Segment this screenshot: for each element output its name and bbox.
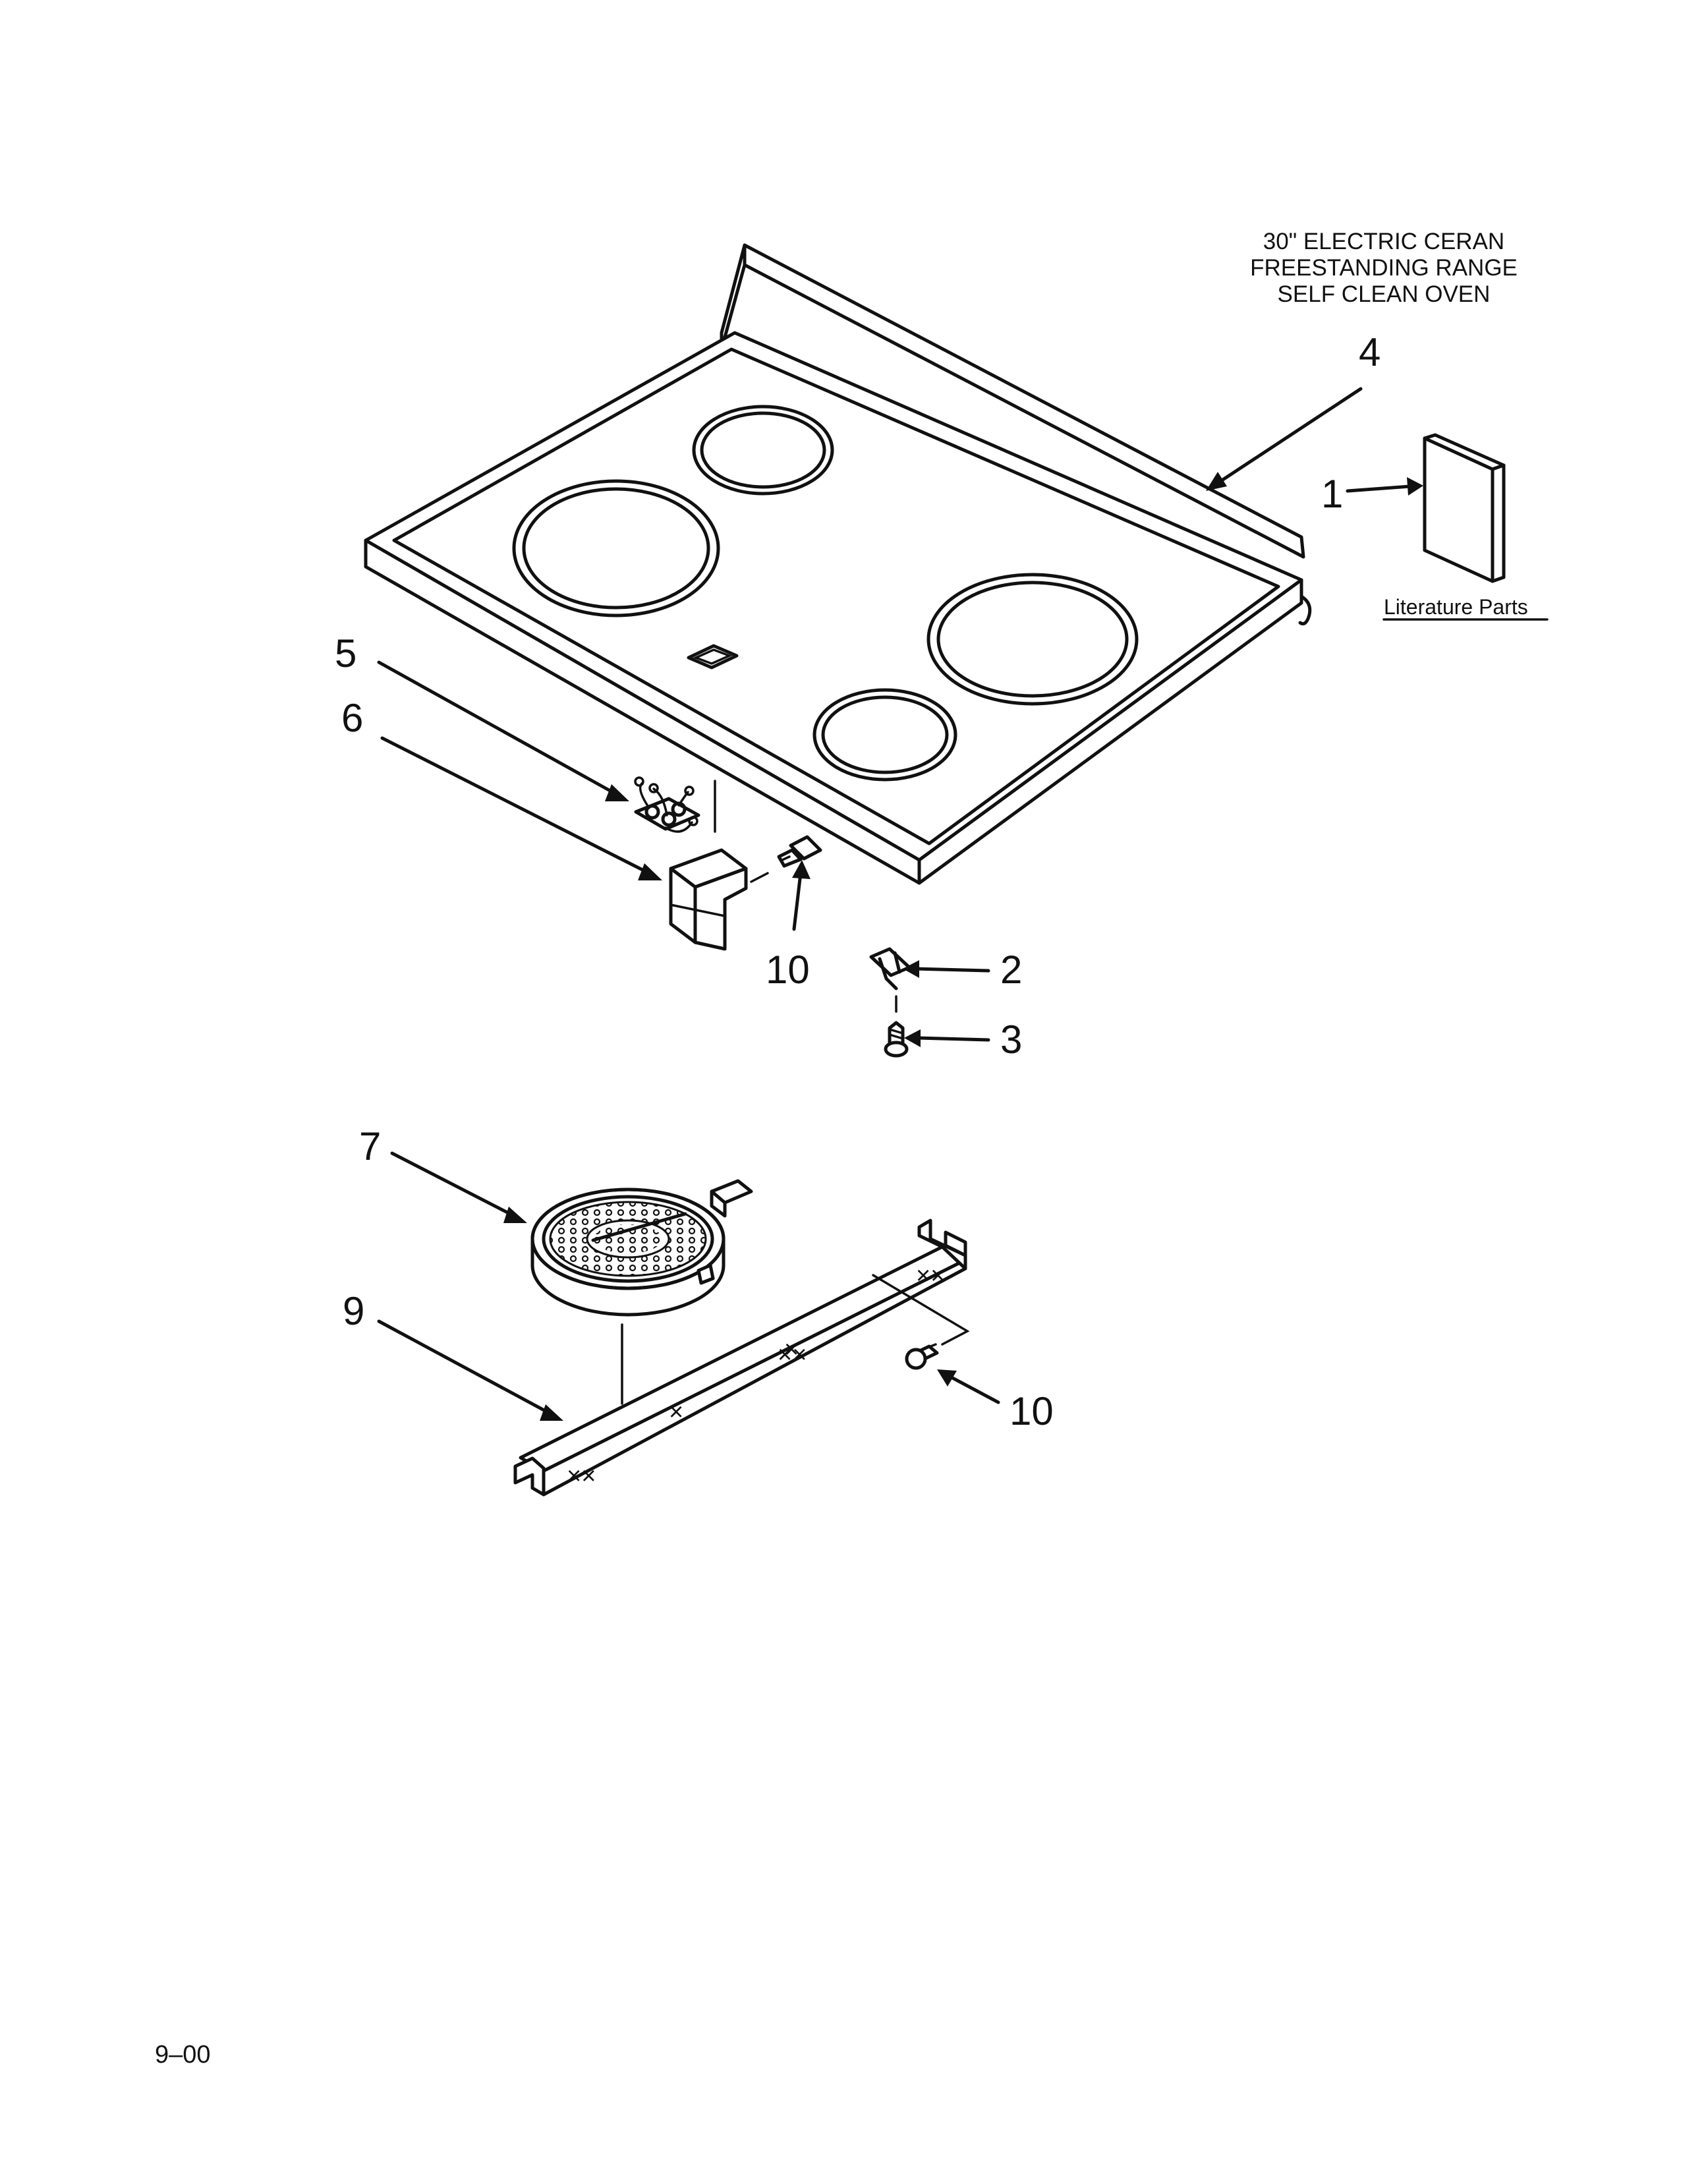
callout-5: 5 bbox=[335, 631, 356, 675]
screw-lower bbox=[905, 1343, 939, 1370]
signal-light-part bbox=[634, 776, 716, 833]
callout-9: 9 bbox=[343, 1289, 364, 1333]
callout-7: 7 bbox=[359, 1124, 381, 1168]
screw-upper bbox=[777, 835, 822, 868]
callout-3: 3 bbox=[1000, 1017, 1022, 1062]
surface-element-part bbox=[530, 1179, 753, 1405]
svg-text:×: × bbox=[784, 1336, 799, 1363]
svg-text:×: × bbox=[669, 1398, 683, 1426]
callout-10-lower: 10 bbox=[1010, 1389, 1054, 1433]
callout-10-upper: 10 bbox=[766, 948, 810, 992]
title-line-1: 30" ELECTRIC CERAN bbox=[1263, 229, 1504, 254]
callout-2: 2 bbox=[1000, 948, 1022, 992]
clip-part bbox=[869, 947, 911, 1013]
callout-6: 6 bbox=[341, 696, 363, 740]
literature-parts-label: Literature Parts bbox=[1384, 595, 1528, 619]
screw-part-3 bbox=[884, 1021, 909, 1058]
callout-numbers: 4 1 5 6 10 2 3 7 9 10 bbox=[335, 330, 1381, 1433]
svg-text:××: ×× bbox=[778, 1341, 807, 1369]
support-rail-part: × ×× × ×× ×× bbox=[513, 1218, 970, 1497]
callout-4: 4 bbox=[1359, 330, 1381, 374]
title-block: 30" ELECTRIC CERAN FREESTANDING RANGE SE… bbox=[1250, 229, 1518, 307]
title-line-3: SELF CLEAN OVEN bbox=[1278, 281, 1491, 307]
leader-arrows bbox=[377, 387, 1423, 1421]
date-code: 9–00 bbox=[155, 2041, 211, 2069]
title-line-2: FREESTANDING RANGE bbox=[1250, 255, 1518, 281]
callout-1: 1 bbox=[1321, 472, 1343, 516]
cooktop bbox=[364, 243, 1312, 885]
svg-text:××: ×× bbox=[567, 1462, 596, 1490]
svg-text:××: ×× bbox=[916, 1262, 945, 1290]
bracket-part bbox=[669, 848, 769, 951]
literature-parts bbox=[1423, 433, 1506, 583]
